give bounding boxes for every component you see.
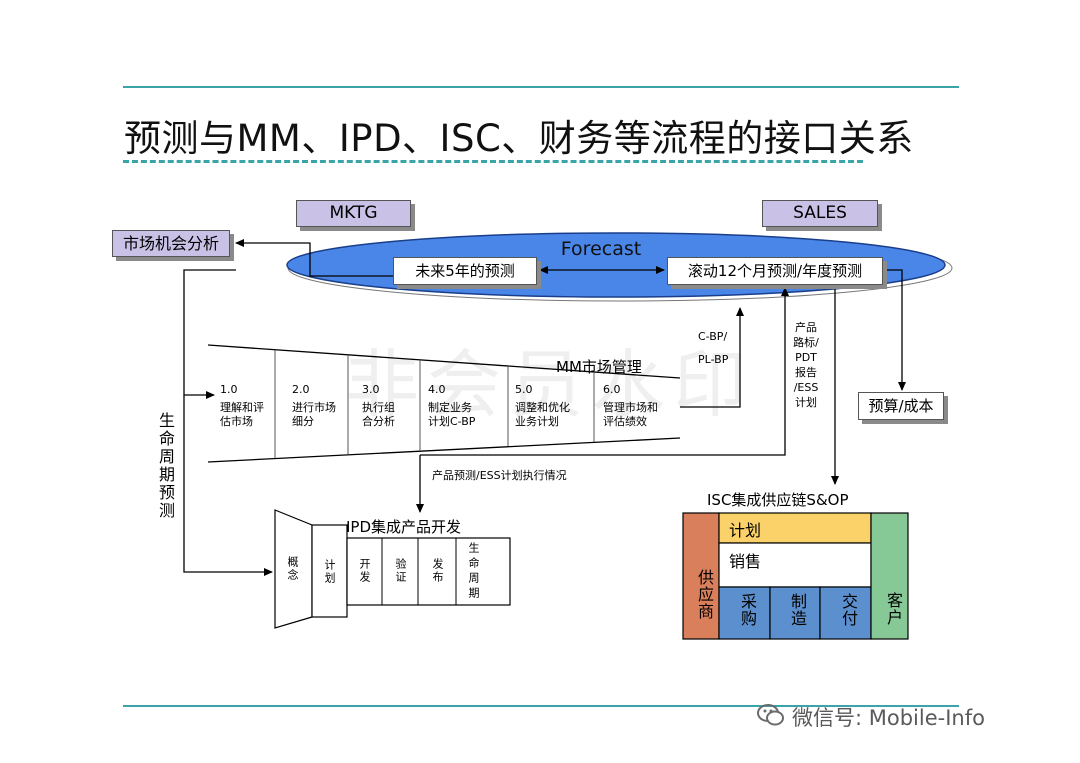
- ipd-phase-verify: 验证: [394, 558, 407, 584]
- lifecycle-forecast-label: 生命周期预测: [156, 412, 175, 520]
- isc-plan-label: 计划: [729, 521, 762, 540]
- funnel-top-edge: [207, 344, 681, 379]
- arrow-to-ipd-concept: [183, 395, 273, 576]
- forecast-label: Forecast: [560, 238, 642, 260]
- funnel-bottom-edge: [207, 437, 681, 463]
- mktg-label: MKTG: [296, 200, 411, 227]
- wechat-icon: [756, 700, 786, 730]
- ipd-phase-develop: 开发: [358, 558, 371, 584]
- isc-sales-label: 销售: [729, 552, 762, 571]
- mm-step-1: 1.0 理解和评 估市场: [220, 383, 264, 428]
- mm-title: MM市场管理: [556, 358, 642, 376]
- ipd-phase-concept: 概念: [286, 556, 299, 582]
- ipd-phase-release: 发布: [431, 558, 444, 584]
- arrow-forecast-to-market-analysis: [235, 239, 393, 277]
- mm-step-2: 2.0 进行市场 细分: [292, 383, 336, 428]
- five-year-forecast-box: 未来5年的预测: [393, 257, 537, 285]
- exec-status-label: 产品预测/ESS计划执行情况: [432, 469, 567, 482]
- bottom-divider: [123, 705, 959, 707]
- ipd-title: IPD集成产品开发: [346, 518, 462, 536]
- arrow-exec-status-to-rolling: [420, 287, 789, 456]
- isc-supplier-label: 供应商: [695, 569, 714, 620]
- isc-customer-label: 客户: [884, 592, 903, 626]
- budget-cost-box: 预算/成本: [858, 392, 944, 420]
- isc-procure-block: [718, 586, 771, 640]
- market-analysis-label: 市场机会分析: [112, 230, 230, 257]
- ipd-phase-lifecycle: 生命周期: [467, 542, 480, 602]
- mm-step-5: 5.0 调整和优化 业务计划: [515, 383, 570, 428]
- footer-wechat-id: 微信号: Mobile-Info: [792, 706, 985, 730]
- mm-step-6: 6.0 管理市场和 评估绩效: [603, 383, 658, 428]
- ipd-phases-box: [346, 537, 511, 606]
- isc-customer-block: [870, 512, 909, 640]
- product-roadmap-label: 产品 路标/ PDT 报告 /ESS 计划: [793, 321, 819, 409]
- arrow-mm-to-rolling: [680, 307, 744, 408]
- mm-step-4: 4.0 制定业务 计划C-BP: [428, 383, 476, 428]
- isc-title: ISC集成供应链S&OP: [707, 491, 849, 509]
- mm-step-3: 3.0 执行组 合分析: [362, 383, 395, 428]
- cbp-label: C-BP/: [698, 330, 728, 343]
- ipd-phase-plan: 计划: [323, 559, 336, 585]
- arrow-to-mm-step1: [183, 269, 236, 399]
- page-title: 预测与MM、IPD、ISC、财务等流程的接口关系: [124, 117, 914, 160]
- plbp-label: PL-BP: [698, 353, 729, 366]
- watermark: 非会员水印: [345, 342, 755, 428]
- isc-procure-label: 采购: [738, 593, 757, 627]
- isc-deliver-label: 交付: [839, 593, 858, 627]
- rolling-forecast-box: 滚动12个月预测/年度预测: [667, 257, 883, 285]
- title-dashed-underline: [123, 160, 863, 163]
- isc-sales-block: [718, 542, 872, 588]
- isc-manufacture-label: 制造: [788, 593, 807, 627]
- top-divider: [123, 86, 959, 88]
- sales-label: SALES: [762, 200, 878, 227]
- isc-manufacture-block: [769, 586, 821, 640]
- arrow-rolling-to-budget: [883, 269, 906, 391]
